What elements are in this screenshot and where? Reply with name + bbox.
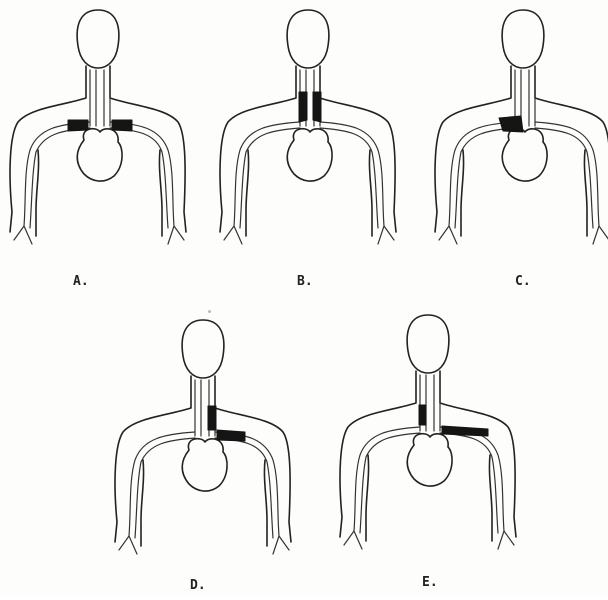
heart: [407, 434, 452, 486]
torso-diagram-d: [105, 310, 305, 570]
figure-c: C.: [425, 0, 608, 290]
figure-d: D.: [105, 310, 305, 600]
torso-diagram-a: [0, 0, 200, 260]
figure-e: E.: [330, 305, 530, 595]
caption-d: D.: [190, 578, 206, 593]
torso-diagram-e: [330, 305, 530, 565]
body-outline: [340, 315, 516, 541]
caption-e: E.: [422, 575, 438, 590]
heart: [502, 129, 547, 181]
figure-a: A.: [0, 0, 200, 290]
caption-a: A.: [73, 274, 89, 289]
heart: [77, 129, 122, 181]
torso-diagram-b: [210, 0, 410, 260]
occlusion-marks: [499, 116, 523, 132]
paper-speck: [208, 310, 211, 313]
heart: [182, 439, 227, 491]
caption-b: B.: [297, 274, 313, 289]
occlusion-marks: [299, 92, 321, 122]
occlusion-marks: [68, 120, 132, 131]
body-outline: [220, 10, 396, 236]
heart: [287, 129, 332, 181]
caption-c: C.: [515, 274, 531, 289]
body-outline: [10, 10, 186, 236]
figure-b: B.: [210, 0, 410, 290]
torso-diagram-c: [425, 0, 608, 260]
body-outline: [115, 320, 291, 546]
occlusion-marks: [419, 405, 488, 436]
